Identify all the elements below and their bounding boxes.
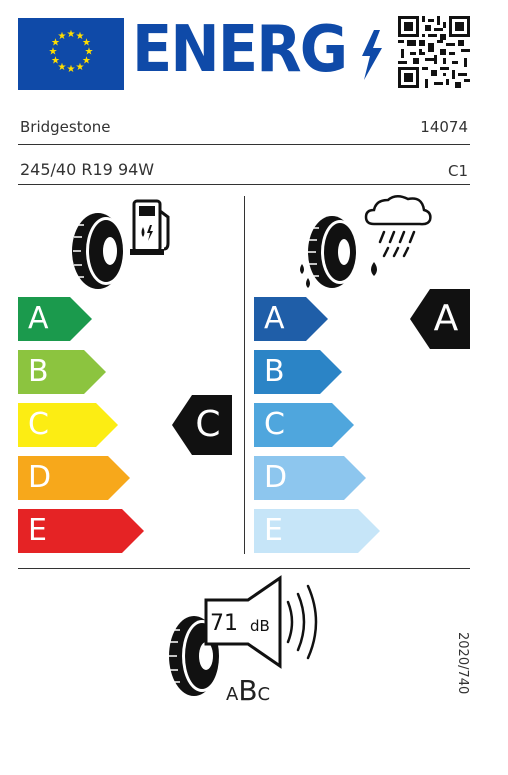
divider-line: [18, 144, 470, 145]
fuel-bar-shape-b: [18, 350, 106, 394]
fuel-scale-bar-a: A: [18, 297, 92, 341]
regulation-number: 2020/740: [455, 632, 470, 695]
noise-unit: dB: [250, 617, 270, 635]
noise-class-scale: ABC: [226, 674, 271, 707]
svg-text:★: ★: [82, 38, 91, 49]
svg-text:★: ★: [85, 47, 94, 58]
wet-scale-bar-a: A: [254, 297, 328, 341]
fuel-scale-bar-e: E: [18, 509, 144, 553]
svg-text:★: ★: [67, 64, 76, 75]
svg-text:★: ★: [49, 47, 58, 58]
wet-scale-bar-c: C: [254, 403, 354, 447]
brand-name: Bridgestone: [20, 118, 111, 136]
svg-text:★: ★: [76, 31, 85, 42]
lightning-bolt-icon: [356, 30, 386, 80]
wet-bar-shape-d: [254, 456, 366, 500]
fuel-rating-badge: C: [172, 395, 232, 455]
fuel-bar-shape-e: [18, 509, 144, 553]
divider-line: [18, 184, 470, 185]
wet-grip-rating-badge: A: [410, 289, 470, 349]
fuel-bar-shape-a: [18, 297, 92, 341]
fuel-bar-label-a: A: [28, 301, 49, 336]
wet-bar-label-c: C: [264, 407, 285, 442]
svg-text:★: ★: [51, 56, 60, 67]
wet-scale-bar-b: B: [254, 350, 342, 394]
fuel-rating-label: C: [195, 404, 221, 445]
fuel-bar-label-b: B: [28, 354, 49, 389]
wet-bar-label-a: A: [264, 301, 285, 336]
fuel-bar-shape-c: [18, 403, 118, 447]
wet-scale-bar-d: D: [254, 456, 366, 500]
tyre-size-designation: 245/40 R19 94W: [20, 160, 155, 179]
speaker-tyre-icon: [164, 574, 334, 704]
qr-code[interactable]: [398, 16, 470, 88]
svg-text:★: ★: [76, 62, 85, 73]
svg-text:★: ★: [67, 29, 76, 40]
wet-bar-shape-a: [254, 297, 328, 341]
wet-scale-bar-e: E: [254, 509, 380, 553]
noise-class-b: B: [238, 674, 258, 707]
wet-bar-shape-c: [254, 403, 354, 447]
fuel-scale-bar-c: C: [18, 403, 118, 447]
wet-bar-label-d: D: [264, 460, 288, 495]
svg-text:★: ★: [51, 38, 60, 49]
svg-text:★: ★: [58, 62, 67, 73]
fuel-bar-label-c: C: [28, 407, 49, 442]
noise-class-c: C: [257, 684, 271, 705]
fuel-scale-bar-b: B: [18, 350, 106, 394]
wet-bar-shape-b: [254, 350, 342, 394]
wet-bar-shape-e: [254, 509, 380, 553]
tyre-type-identifier: 14074: [420, 118, 468, 136]
rain-cloud-tyre-icon: [296, 190, 436, 295]
wet-grip-rating-label: A: [433, 298, 459, 339]
svg-text:★: ★: [82, 56, 91, 67]
divider-line: [18, 568, 470, 569]
scale-divider: [244, 196, 245, 554]
energy-label-title: ENERG: [132, 13, 348, 87]
fuel-bar-label-d: D: [28, 460, 52, 495]
eu-flag-logo: ★ ★ ★ ★ ★ ★ ★ ★ ★ ★ ★ ★: [18, 18, 124, 90]
noise-value: 71: [210, 611, 238, 636]
noise-class-a: A: [226, 684, 239, 705]
wet-bar-label-b: B: [264, 354, 285, 389]
fuel-pump-tyre-icon: [70, 195, 180, 295]
fuel-bar-shape-d: [18, 456, 130, 500]
tyre-class: C1: [447, 162, 468, 180]
fuel-bar-label-e: E: [28, 513, 47, 548]
wet-bar-label-e: E: [264, 513, 283, 548]
fuel-scale-bar-d: D: [18, 456, 130, 500]
svg-text:★: ★: [58, 31, 67, 42]
